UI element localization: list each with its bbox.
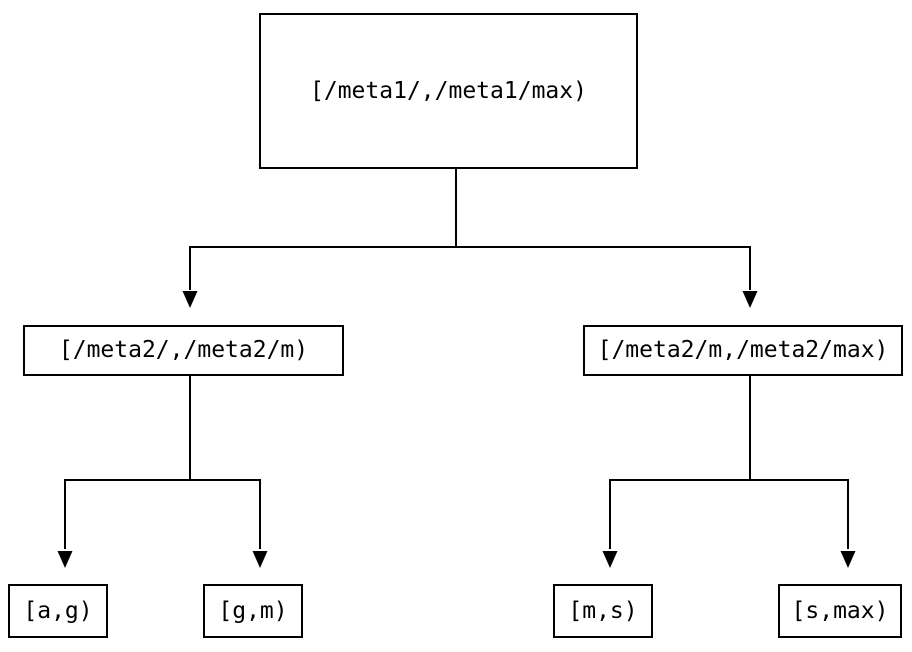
- arrowhead-icon: [602, 551, 618, 568]
- tree-node-leaf-ms-label: [m,s): [568, 597, 638, 624]
- tree-node-left-child-label: [/meta2/,/meta2/m): [58, 337, 309, 363]
- tree-node-leaf-smax: [s,max): [778, 584, 902, 638]
- tree-node-leaf-smax-label: [s,max): [791, 597, 889, 624]
- tree-node-leaf-ag: [a,g): [8, 584, 108, 638]
- arrowheads: [57, 291, 856, 568]
- arrowhead-icon: [252, 551, 268, 568]
- arrowhead-icon: [57, 551, 73, 568]
- arrowhead-icon: [840, 551, 856, 568]
- tree-node-leaf-ms: [m,s): [553, 584, 653, 638]
- tree-node-root: [/meta1/,/meta1/max): [259, 13, 638, 169]
- tree-node-leaf-gm-label: [g,m): [218, 597, 288, 624]
- edge-lines: [64, 169, 849, 549]
- tree-node-right-child-label: [/meta2/m,/meta2/max): [597, 337, 889, 363]
- arrowhead-icon: [742, 291, 758, 308]
- tree-node-right-child: [/meta2/m,/meta2/max): [583, 325, 903, 376]
- tree-node-leaf-ag-label: [a,g): [23, 597, 93, 624]
- arrowhead-icon: [182, 291, 198, 308]
- tree-node-root-label: [/meta1/,/meta1/max): [310, 77, 587, 104]
- tree-node-left-child: [/meta2/,/meta2/m): [23, 325, 344, 376]
- tree-node-leaf-gm: [g,m): [203, 584, 303, 638]
